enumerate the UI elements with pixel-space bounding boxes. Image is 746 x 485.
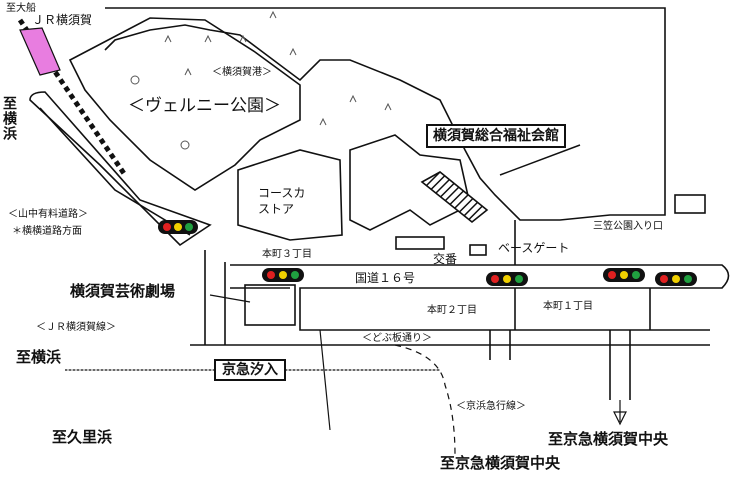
traffic-signal-icon [158, 220, 198, 234]
label-keihin-kyuko-line: ＜京浜急行線＞ [456, 401, 526, 412]
label-to-keikyu-yokosuka-chuo-right: 至京急横須賀中央 [548, 430, 669, 448]
label-coast-store: コースカ ストア [258, 186, 306, 216]
label-to-yokohama-bottom: 至横浜 [16, 348, 62, 366]
label-to-ofuna: 至大船 [6, 3, 36, 14]
label-honcho3: 本町３丁目 [262, 249, 312, 260]
label-honcho1: 本町１丁目 [543, 301, 593, 312]
welfare-center-building [420, 171, 489, 224]
traffic-signal-icon [655, 272, 697, 286]
label-art-theater: 横須賀芸術劇場 [70, 282, 176, 300]
label-jr-yokosuka-line: ＜ＪＲ横須賀線＞ [36, 322, 116, 333]
park-boundary [104, 7, 666, 221]
route-16-road [230, 264, 730, 331]
art-theater-block [244, 284, 296, 326]
label-to-yokohama-left: 至横浜 [1, 96, 17, 141]
traffic-signal-icon [603, 268, 645, 282]
traffic-signal-icon [262, 268, 304, 282]
label-jr-yokosuka-top: ＪＲ横須賀 [32, 13, 93, 27]
label-honcho2: 本町２丁目 [427, 305, 477, 316]
label-koban: 交番 [433, 252, 458, 266]
tree-marks-icon [130, 10, 392, 150]
label-route16: 国道１６号 [355, 271, 416, 285]
label-yokoyoko-road: ＊横横道路方面 [12, 226, 82, 237]
label-yokosuka-port: ＜横須賀港＞ [212, 67, 272, 78]
north-arrow-icon [613, 400, 627, 426]
label-welfare-center: 横須賀総合福祉会館 [426, 124, 566, 148]
label-base-gate: ベースゲート [498, 241, 570, 255]
label-yamanaka-road: ＜山中有料道路＞ [8, 209, 88, 220]
label-dobuita: ＜どぶ板通り＞ [362, 333, 432, 344]
traffic-signal-icon [486, 272, 528, 286]
verny-park-outline [68, 17, 301, 191]
jr-rail-highlight [19, 27, 61, 76]
label-mikasa-park-entrance: 三笠公園入り口 [593, 221, 663, 232]
label-to-kurihama: 至久里浜 [52, 428, 113, 446]
label-to-keikyu-yokosuka-chuo-bottom: 至京急横須賀中央 [440, 454, 561, 472]
label-keikyu-shioiri: 京急汐入 [214, 359, 286, 381]
label-verny-park: ＜ヴェルニー公園＞ [128, 96, 281, 116]
coast-store-block [237, 149, 343, 241]
